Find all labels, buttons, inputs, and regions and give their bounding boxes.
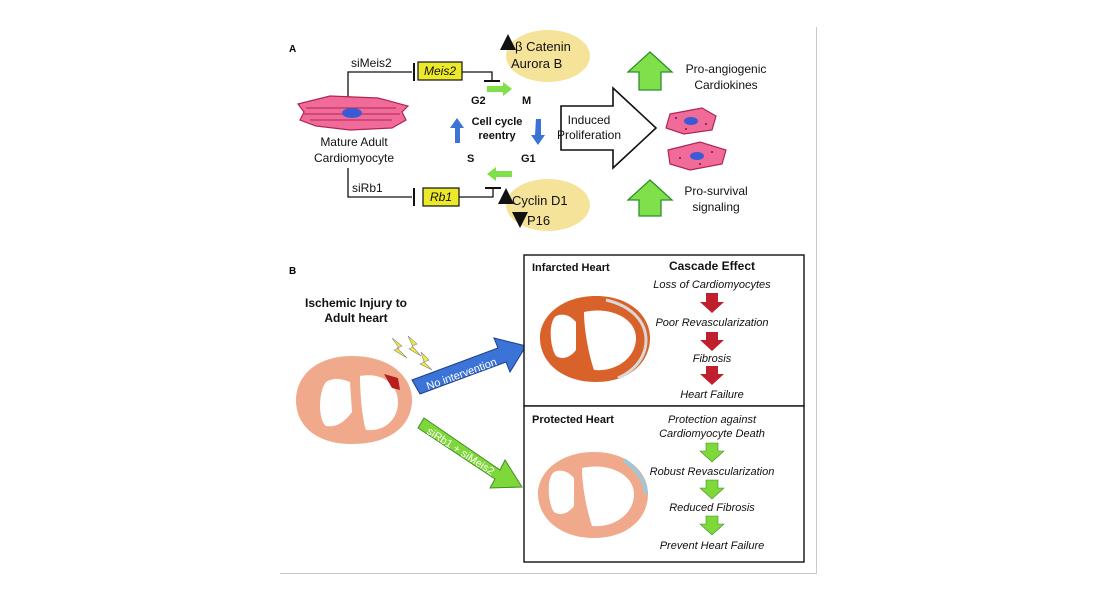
panel-b-label: B	[289, 266, 297, 277]
mature-label-line1: Mature Adult	[320, 135, 388, 149]
g2-label: G2	[471, 95, 486, 107]
sirb1-label: siRb1	[352, 181, 383, 195]
catenin-label: β Catenin	[515, 39, 571, 54]
angio-label-line2: Cardiokines	[694, 78, 757, 92]
p16-label: P16	[527, 213, 550, 228]
treatment-arrow	[417, 417, 523, 489]
ischemic-label-line2: Adult heart	[324, 311, 387, 325]
green-down-arrow	[699, 442, 725, 463]
survival-green-arrow	[626, 179, 674, 217]
cyclin-label: Cyclin D1	[512, 193, 568, 208]
s-label: S	[467, 153, 474, 165]
m-label: M	[522, 95, 531, 107]
ischemic-label-line1: Ischemic Injury to	[305, 296, 407, 310]
g1s-green-arrow	[487, 167, 512, 181]
protected-heart	[538, 452, 648, 538]
infarcted-title: Infarcted Heart	[532, 262, 610, 274]
panel-a-label: A	[289, 44, 297, 55]
sirb1-inhibition-line	[347, 168, 412, 198]
mature-label-line2: Cardiomyocyte	[314, 151, 394, 165]
cascade-title: Cascade Effect	[669, 259, 755, 273]
rb1-inhibition-line	[459, 189, 494, 198]
infarcted-heart	[540, 296, 650, 382]
red-down-arrow	[700, 332, 724, 351]
injured-heart	[296, 356, 412, 444]
treatment-label: siRb1 + siMeis2	[424, 425, 496, 478]
protected-step-1: Robust Revascularization	[650, 466, 775, 478]
survival-label-line2: signaling	[692, 200, 739, 214]
induced-label-line2: Proliferation	[557, 128, 621, 142]
proliferating-cell-1	[665, 107, 717, 135]
proliferating-cell-2	[667, 141, 727, 171]
cardiomyocyte-shape	[296, 95, 410, 131]
meis2-inhibition-line	[462, 71, 493, 80]
induced-label-line1: Induced	[568, 113, 611, 127]
protected-step-3: Prevent Heart Failure	[660, 540, 765, 552]
cell-cycle-line2: reentry	[478, 130, 516, 142]
lightning-bolt-icon	[391, 337, 408, 359]
protected-line2: Cardiomyocyte Death	[659, 428, 765, 440]
simeis2-label: siMeis2	[351, 56, 392, 70]
g2m-green-arrow	[487, 82, 512, 96]
cell-cycle-line1: Cell cycle	[472, 116, 523, 128]
angiogenic-green-arrow	[626, 51, 674, 91]
infarcted-box	[523, 254, 805, 407]
infarcted-step-3: Fibrosis	[693, 353, 732, 365]
protected-box	[523, 405, 805, 563]
red-down-arrow	[700, 293, 724, 313]
red-down-arrow	[700, 366, 724, 385]
cycle-arrow-up	[450, 118, 464, 143]
meis2-box	[417, 61, 463, 81]
lightning-bolt-icon	[407, 335, 422, 357]
lightning-bolt-icon	[419, 351, 433, 371]
rb1-label: Rb1	[430, 190, 452, 204]
infarcted-step-4: Heart Failure	[680, 389, 744, 401]
green-down-arrow	[699, 515, 725, 536]
protected-line1: Protection against	[668, 414, 757, 426]
infarcted-step-2: Poor Revascularization	[655, 317, 768, 329]
protected-step-2: Reduced Fibrosis	[669, 502, 755, 514]
catenin-ellipse	[506, 30, 590, 82]
green-down-arrow	[699, 479, 725, 500]
no-intervention-arrow	[411, 337, 527, 395]
survival-label-line1: Pro-survival	[684, 184, 747, 198]
protected-title: Protected Heart	[532, 414, 614, 426]
infarcted-step-1: Loss of Cardiomyocytes	[653, 279, 771, 291]
angio-label-line1: Pro-angiogenic	[686, 62, 767, 76]
simeis2-inhibition-line	[347, 71, 412, 98]
induced-proliferation-arrow	[560, 86, 658, 170]
g1-label: G1	[521, 153, 536, 165]
meis2-label: Meis2	[424, 64, 456, 78]
cycle-arrow-down	[531, 119, 545, 145]
aurora-label: Aurora B	[511, 56, 562, 71]
